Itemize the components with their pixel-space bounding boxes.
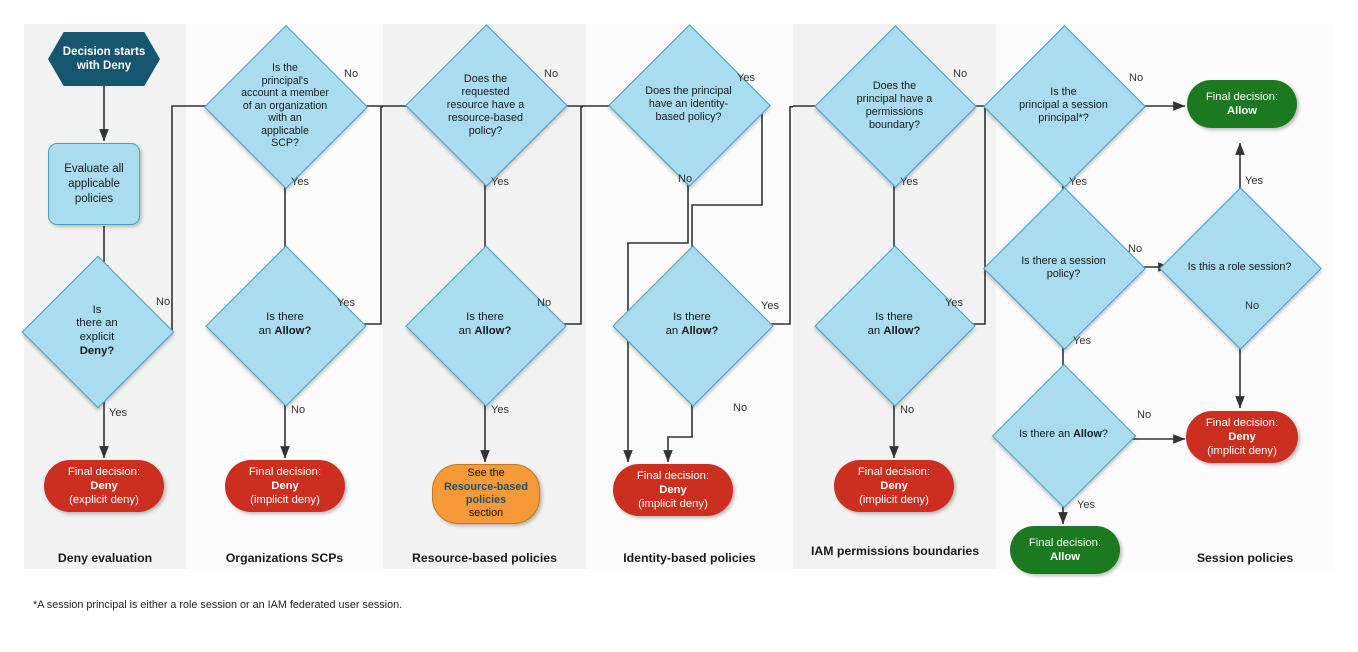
node-final-deny-session-label: Final decision:Deny(implicit deny) xyxy=(1205,417,1279,457)
node-final-allow-bottom-label: Final decision:Allow xyxy=(1028,537,1102,563)
edge-label-scp-member-no: No xyxy=(344,68,359,80)
edge-label-boundary-yes: Yes xyxy=(900,176,918,188)
edge-label-identity-policy-no: No xyxy=(678,173,693,185)
edge-label-explicit-deny-yes: Yes xyxy=(109,407,127,419)
caption-identity-based: Identity-based policies xyxy=(623,551,756,565)
node-final-allow-top: Final decision:Allow xyxy=(1187,80,1297,128)
edge-label-resource-allow-no: No xyxy=(537,297,552,309)
node-final-allow-top-label: Final decision:Allow xyxy=(1205,91,1279,117)
node-final-deny-identity: Final decision:Deny(implicit deny) xyxy=(613,464,733,516)
edge-label-session-policy-yes: Yes xyxy=(1073,335,1091,347)
node-final-deny-boundary-label: Final decision:Deny(implicit deny) xyxy=(857,466,931,506)
node-final-deny-scp-label: Final decision:Deny(implicit deny) xyxy=(248,466,322,506)
edge-label-identity-allow-yes: Yes xyxy=(761,300,779,312)
node-final-deny-identity-label: Final decision:Deny(implicit deny) xyxy=(636,470,710,510)
edge-label-identity-policy-yes: Yes xyxy=(737,72,755,84)
edge-label-explicit-deny-no: No xyxy=(156,296,171,308)
edge-label-boundary-no: No xyxy=(953,68,968,80)
edge-label-scp-allow-no: No xyxy=(291,404,306,416)
caption-permissions-boundaries: IAM permissions boundaries xyxy=(810,544,980,558)
node-final-deny-explicit-label: Final decision:Deny(explicit deny) xyxy=(67,466,141,506)
edge-label-session-allow-yes: Yes xyxy=(1077,499,1095,511)
node-session-allow-decision: Is there an Allow? xyxy=(991,363,1137,509)
node-session-allow-label: Is there an Allow? xyxy=(1019,428,1108,441)
node-final-deny-scp: Final decision:Deny(implicit deny) xyxy=(225,460,345,512)
edge-label-role-session-yes: Yes xyxy=(1245,175,1263,187)
edge-label-boundary-allow-yes: Yes xyxy=(945,297,963,309)
node-role-session-label: Is this a role session? xyxy=(1187,260,1292,273)
caption-organizations-scps: Organizations SCPs xyxy=(225,551,344,565)
edge-label-resource-policy-yes: Yes xyxy=(491,176,509,188)
edge-label-boundary-allow-no: No xyxy=(900,404,915,416)
edge-label-resource-allow-yes: Yes xyxy=(491,404,509,416)
edge-label-session-principal-yes: Yes xyxy=(1069,176,1087,188)
node-final-deny-explicit: Final decision:Deny(explicit deny) xyxy=(44,460,164,512)
edge-label-resource-policy-no: No xyxy=(544,68,559,80)
caption-resource-based: Resource-based policies xyxy=(412,551,557,565)
caption-deny-evaluation: Deny evaluation xyxy=(57,551,153,565)
footnote: *A session principal is either a role se… xyxy=(33,599,403,611)
edge-label-session-principal-no: No xyxy=(1129,72,1144,84)
node-final-deny-boundary: Final decision:Deny(implicit deny) xyxy=(834,460,954,512)
node-final-deny-session: Final decision:Deny(implicit deny) xyxy=(1186,411,1298,463)
edge-label-session-policy-no: No xyxy=(1128,243,1143,255)
node-final-allow-bottom: Final decision:Allow xyxy=(1010,526,1120,574)
edge-label-role-session-no: No xyxy=(1245,300,1260,312)
caption-session-policies: Session policies xyxy=(1196,551,1294,565)
edge-label-identity-allow-no: No xyxy=(733,402,748,414)
edge-label-scp-allow-yes: Yes xyxy=(337,297,355,309)
node-role-session-decision: Is this a role session? xyxy=(1159,187,1322,350)
edge-label-session-allow-no: No xyxy=(1137,409,1152,421)
edge-label-scp-member-yes: Yes xyxy=(291,176,309,188)
